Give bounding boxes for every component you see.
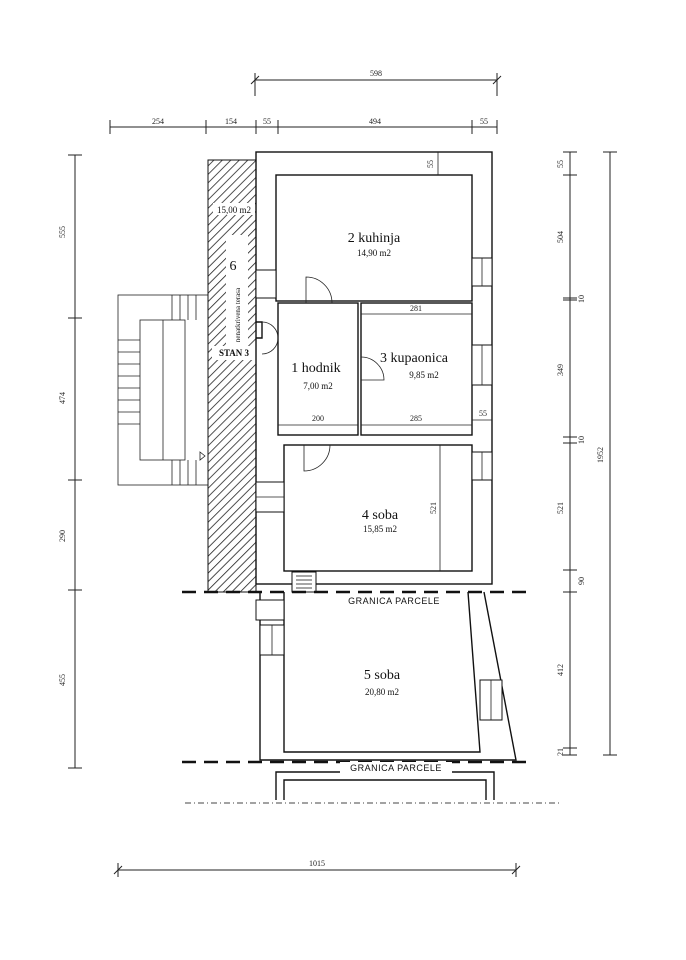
terrace: 15,00 m2 6 nenatkrivena terasa STAN 3 bbox=[207, 159, 257, 593]
unit-label: STAN 3 bbox=[219, 348, 250, 358]
room-2-name: 2 kuhinja bbox=[348, 231, 401, 246]
dim-right-total: 1952 bbox=[596, 447, 605, 463]
room-labels: 2 kuhinja 14,90 m2 1 hodnik 7,00 m2 3 ku… bbox=[291, 231, 448, 697]
room-5-area: 20,80 m2 bbox=[365, 687, 399, 697]
doors bbox=[256, 276, 385, 593]
room-2-area: 14,90 m2 bbox=[357, 248, 391, 258]
dim-corner: 55 bbox=[426, 160, 435, 168]
dim-left-b: 474 bbox=[58, 392, 67, 404]
boundary-label-2: GRANICA PARCELE bbox=[350, 763, 442, 773]
dim-left-d: 455 bbox=[58, 674, 67, 686]
parcel-boundaries: GRANICA PARCELE GRANICA PARCELE bbox=[182, 590, 560, 804]
bottom-dimension: 1015 bbox=[113, 859, 521, 877]
terrace-number: 6 bbox=[230, 259, 237, 274]
room-4-area: 15,85 m2 bbox=[363, 524, 397, 534]
dim-top-d: 494 bbox=[369, 117, 381, 126]
left-dimensions: 555 474 290 455 bbox=[58, 154, 82, 769]
dim-in-285: 285 bbox=[410, 414, 422, 423]
dim-top-c: 55 bbox=[263, 117, 271, 126]
terrace-area: 15,00 m2 bbox=[217, 205, 251, 215]
windows bbox=[255, 257, 503, 721]
room-4-name: 4 soba bbox=[362, 508, 399, 523]
room-1-name: 1 hodnik bbox=[291, 361, 340, 376]
dim-top-total: 598 bbox=[370, 69, 382, 78]
dim-top-a: 254 bbox=[152, 117, 164, 126]
interior-dimensions: 281 200 285 55 521 55 bbox=[278, 152, 492, 571]
room-5-name: 5 soba bbox=[364, 668, 401, 683]
terrace-desc: nenatkrivena terasa bbox=[234, 287, 242, 342]
room-1-area: 7,00 m2 bbox=[303, 381, 333, 391]
dim-right-i: 21 bbox=[556, 748, 565, 756]
dim-in-281: 281 bbox=[410, 304, 422, 313]
dim-right-a: 55 bbox=[556, 160, 565, 168]
dim-right-d: 349 bbox=[556, 364, 565, 376]
room-3-area: 9,85 m2 bbox=[409, 370, 439, 380]
right-dimensions: 55 504 10 349 10 521 90 412 21 1952 bbox=[556, 151, 617, 756]
dim-right-h: 412 bbox=[556, 664, 565, 676]
dim-top-b: 154 bbox=[225, 117, 237, 126]
dim-right-c: 10 bbox=[577, 295, 586, 303]
boundary-label-1: GRANICA PARCELE bbox=[348, 596, 440, 606]
dim-right-g: 90 bbox=[577, 577, 586, 585]
dim-in-55: 55 bbox=[479, 409, 487, 418]
dim-in-200: 200 bbox=[312, 414, 324, 423]
dim-in-521: 521 bbox=[429, 502, 438, 514]
dim-left-c: 290 bbox=[58, 530, 67, 542]
dim-bottom: 1015 bbox=[309, 859, 325, 868]
dim-top-e: 55 bbox=[480, 117, 488, 126]
staircase bbox=[117, 294, 209, 486]
room-3-name: 3 kupaonica bbox=[380, 351, 449, 366]
dim-right-e: 10 bbox=[577, 436, 586, 444]
dim-left-a: 555 bbox=[58, 226, 67, 238]
dim-right-b: 504 bbox=[556, 231, 565, 243]
top-dimensions: 598 254 154 55 494 55 bbox=[109, 69, 502, 134]
dim-right-f: 521 bbox=[556, 502, 565, 514]
